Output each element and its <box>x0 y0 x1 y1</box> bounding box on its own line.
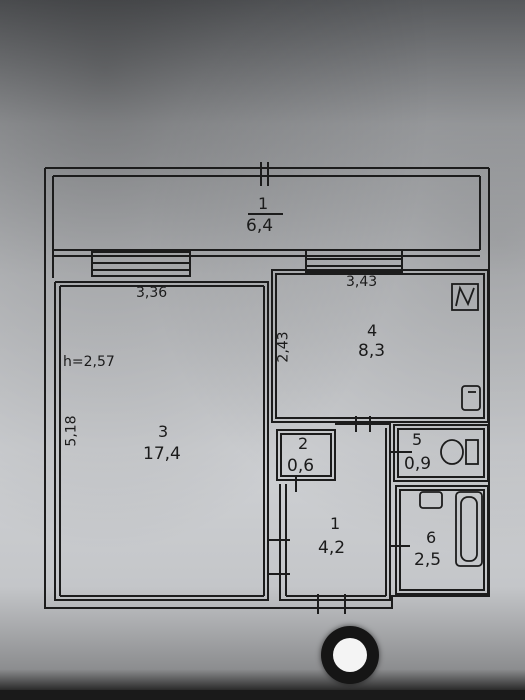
balcony-area: 6,4 <box>246 216 274 236</box>
room3-area: 17,4 <box>143 444 181 464</box>
room6-area: 2,5 <box>414 550 442 570</box>
room6-wall <box>395 485 489 595</box>
room6-number: 6 <box>426 528 437 547</box>
room4-number: 4 <box>367 321 378 340</box>
bathtub-icon <box>455 491 483 567</box>
room2-area: 0,6 <box>287 456 315 476</box>
room4-width-dimension: 3,43 <box>346 274 378 290</box>
window-room4 <box>305 249 403 273</box>
toilet-icon <box>440 439 479 465</box>
stove-icon <box>451 283 479 311</box>
washbasin-icon <box>419 491 443 509</box>
balcony-number: 1 <box>258 194 269 213</box>
kitchen-sink-icon <box>461 385 481 411</box>
room5-area: 0,9 <box>404 454 432 474</box>
room4-wall <box>271 269 489 423</box>
room3-wall <box>54 281 269 601</box>
hall-number: 1 <box>330 514 341 533</box>
room2-wall <box>276 429 336 481</box>
room3-depth-dimension: 5,18 <box>63 415 80 447</box>
room4-depth-dimension: 2,43 <box>275 331 292 363</box>
camera-shutter-icon[interactable] <box>321 626 379 684</box>
room4-area: 8,3 <box>358 341 386 361</box>
ceiling-height: h=2,57 <box>63 354 115 370</box>
room3-number: 3 <box>158 422 169 441</box>
room3-width-dimension: 3,36 <box>136 285 168 301</box>
hall-wall <box>279 423 391 601</box>
room2-number: 2 <box>298 434 309 453</box>
room5-number: 5 <box>412 430 423 449</box>
bottom-bar <box>0 690 525 700</box>
hall-area: 4,2 <box>318 538 346 558</box>
